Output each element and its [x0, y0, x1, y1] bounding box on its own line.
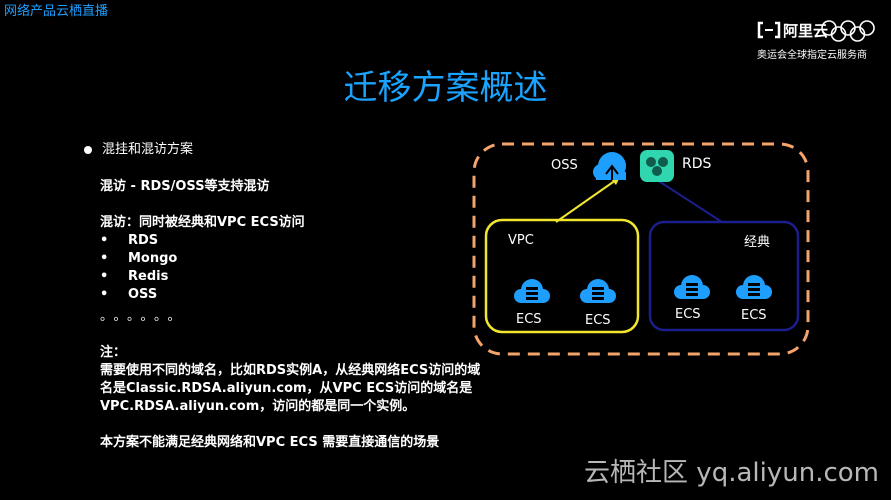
- bullet-heading: 混挂和混访方案: [84, 138, 193, 157]
- network-diagram: OSS RDS VPC 经典 ECS ECS ECS ECS: [468, 136, 814, 358]
- oss-icon: [593, 152, 626, 180]
- ecs-icon: [736, 275, 772, 299]
- slide-content: 混访 - RDS/OSS等支持混访 混访：同时被经典和VPC ECS访问 •RD…: [100, 178, 490, 452]
- arrow-classic-to-rds: [653, 177, 723, 223]
- list-item: •RDS: [100, 233, 159, 248]
- diagram-canvas: OSS RDS VPC 经典 ECS ECS ECS ECS: [472, 142, 810, 356]
- brand-text: 网络产品云栖直播: [4, 4, 109, 19]
- ecs-label: ECS: [741, 308, 767, 323]
- watermark: 云栖社区 yq.aliyun.com: [584, 458, 879, 488]
- rds-label: RDS: [682, 156, 712, 172]
- arrow-vpc-to-oss: [555, 179, 617, 223]
- classic-label: 经典: [744, 235, 770, 250]
- note-label: 注：: [100, 345, 127, 360]
- list-item: •Redis: [100, 269, 169, 284]
- bullet-dot-icon: [84, 145, 92, 154]
- ecs-label: ECS: [516, 312, 542, 327]
- ecs-icon: [514, 279, 550, 303]
- ecs-label: ECS: [675, 307, 701, 322]
- note-text: 需要使用不同的域名，比如RDS实例A，从经典网络ECS访问的域名是Classic…: [100, 363, 481, 414]
- aliyun-logo: 阿里云 奥运会全球指定云服务商: [757, 20, 879, 61]
- ellipsis: 。。。。。。: [100, 309, 188, 324]
- rds-icon: [640, 150, 674, 182]
- classic-region: [648, 220, 800, 332]
- olympic-rings-icon: [821, 20, 875, 42]
- aliyun-mark-icon: [757, 21, 781, 39]
- logo-subtitle: 奥运会全球指定云服务商: [757, 50, 867, 61]
- bullet-heading-text: 混挂和混访方案: [102, 142, 194, 157]
- list-item: •OSS: [100, 287, 158, 302]
- slide-title: 迁移方案概述: [343, 68, 548, 108]
- vpc-region: [484, 218, 640, 334]
- vpc-label: VPC: [508, 233, 534, 248]
- line-access-both: 混访：同时被经典和VPC ECS访问: [100, 215, 305, 230]
- ecs-icon: [580, 279, 616, 303]
- logo-name: 阿里云: [783, 22, 829, 40]
- line-hybrid-access: 混访 - RDS/OSS等支持混访: [100, 179, 270, 194]
- final-text: 本方案不能满足经典网络和VPC ECS 需要直接通信的场景: [100, 435, 440, 450]
- list-item: •Mongo: [100, 251, 178, 266]
- ecs-icon: [674, 275, 710, 299]
- oss-label: OSS: [551, 158, 578, 173]
- ecs-label: ECS: [585, 313, 611, 328]
